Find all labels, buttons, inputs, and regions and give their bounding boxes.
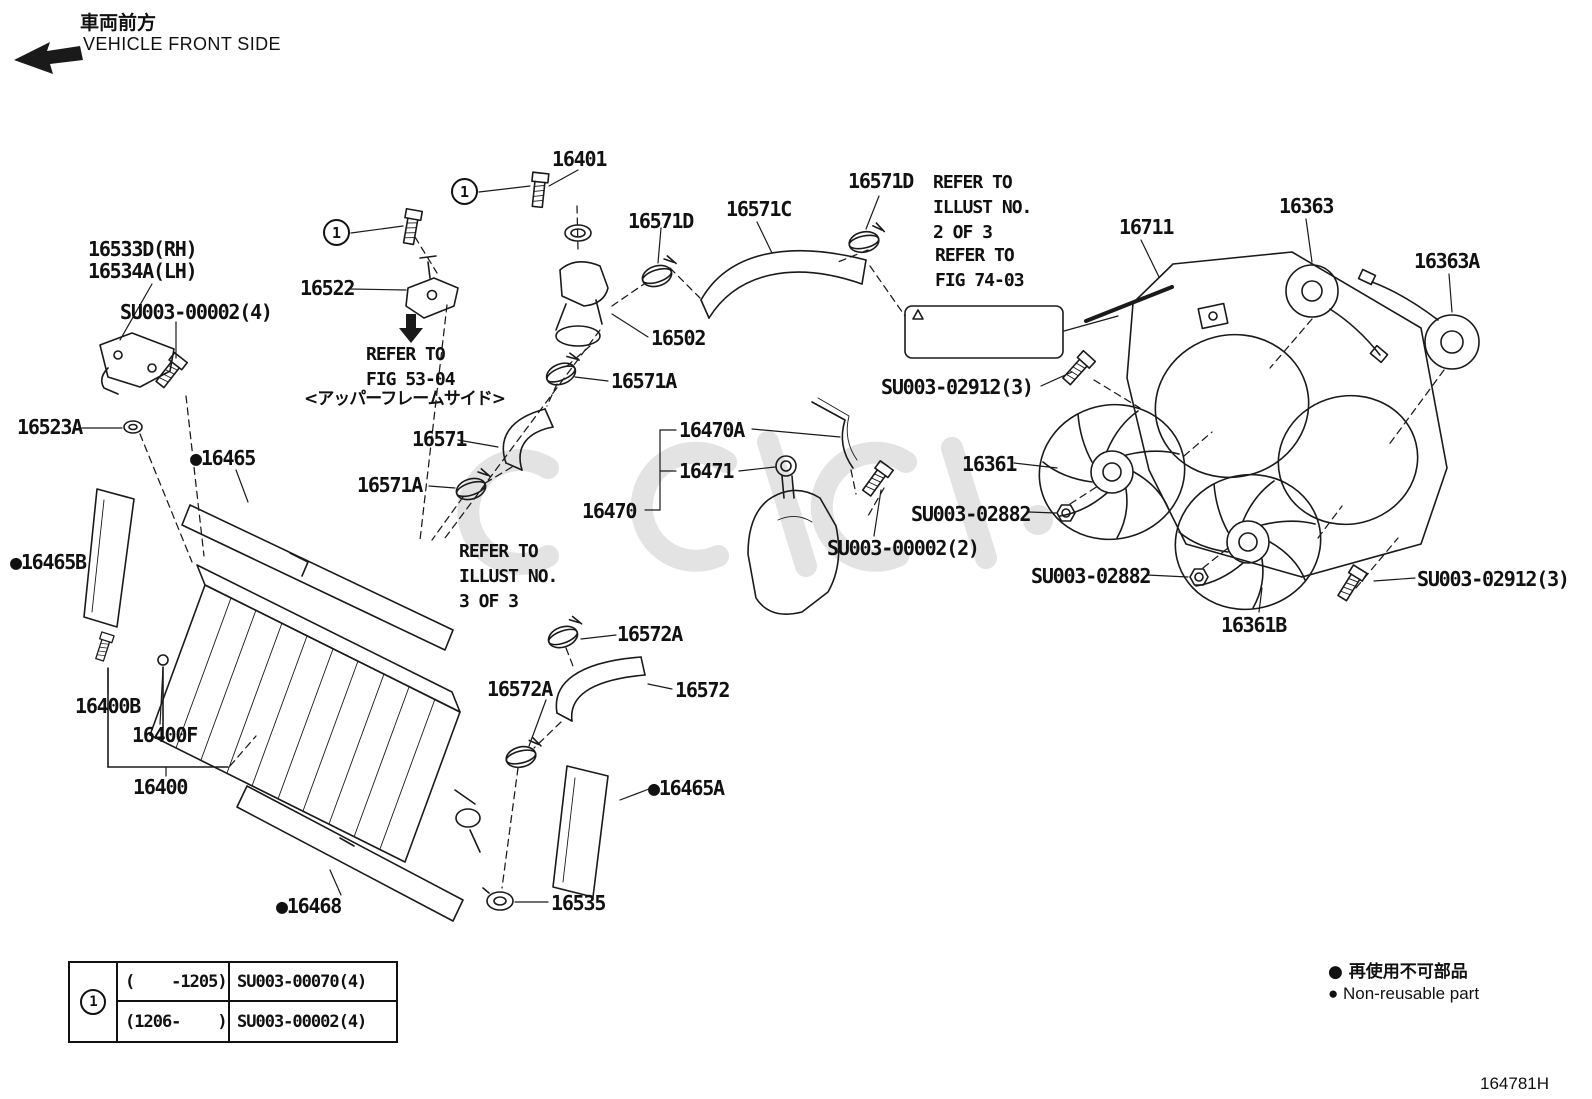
part-label-16465a: ●16465A bbox=[648, 776, 725, 800]
upper-seal-16465-drawing bbox=[181, 504, 454, 651]
nut-icon bbox=[1189, 568, 1209, 586]
part-label-16363a: 16363A bbox=[1414, 249, 1480, 273]
table-part-cell: SU003-00070(4) bbox=[228, 963, 396, 1002]
fan-motor-16363a-drawing bbox=[1357, 268, 1480, 370]
part-label-16361b: 16361B bbox=[1221, 613, 1287, 637]
part-label-16400b: 16400B bbox=[75, 694, 141, 718]
assembly-dashed-lines bbox=[139, 205, 1445, 889]
bolt-icon bbox=[528, 171, 550, 209]
radiator-drawing bbox=[149, 564, 481, 863]
table-range-cell: ( -1205) bbox=[116, 963, 228, 1002]
part-label-16471: 16471 bbox=[679, 459, 734, 483]
part-label-16571a-1: 16571A bbox=[611, 369, 677, 393]
part-label-16468: ●16468 bbox=[276, 894, 342, 918]
watermark-logo bbox=[457, 431, 1053, 577]
vehicle-front-label-jp: 車両前方 bbox=[80, 12, 157, 34]
side-deflector-left-drawing bbox=[83, 488, 135, 628]
part-label-16400f: 16400F bbox=[132, 723, 198, 747]
part-label-16470: 16470 bbox=[582, 499, 637, 523]
part-label-16571c: 16571C bbox=[726, 197, 792, 221]
front-direction-arrow-icon bbox=[14, 42, 83, 74]
hose-16572-drawing bbox=[555, 656, 646, 722]
part-label-su003-02912-3-1: SU003-02912(3) bbox=[881, 375, 1034, 399]
water-inlet-16502-drawing bbox=[555, 224, 609, 347]
part-label-16401: 16401 bbox=[552, 147, 607, 171]
note-upper-frame-side: <アッパーフレームサイド> bbox=[304, 389, 506, 409]
table-symbol-cell: 1 bbox=[70, 963, 116, 1041]
part-label-16711: 16711 bbox=[1119, 215, 1174, 239]
part-label-su003-02882-1: SU003-02882 bbox=[911, 502, 1031, 526]
drawing-code: 164781H bbox=[1480, 1074, 1550, 1093]
part-label-16502: 16502 bbox=[651, 326, 706, 350]
fan-motor-16363-drawing bbox=[1285, 264, 1389, 364]
table-part-cell: SU003-00002(4) bbox=[228, 1002, 396, 1041]
grommet-16523a-drawing bbox=[123, 420, 143, 434]
table-range-cell: (1206- ) bbox=[116, 1002, 228, 1041]
part-label-16361: 16361 bbox=[962, 452, 1017, 476]
part-label-16522: 16522 bbox=[300, 276, 355, 300]
part-label-16571d-1: 16571D bbox=[848, 169, 914, 193]
leader-lines bbox=[81, 169, 1453, 903]
part-label-16534a-lh: 16534A(LH) bbox=[88, 259, 198, 283]
callout-circle-1: 1 bbox=[451, 178, 478, 205]
hose-clamp-icon bbox=[542, 613, 588, 653]
part-label-16400: 16400 bbox=[133, 775, 188, 799]
callout-circle-1: 1 bbox=[80, 989, 106, 1015]
caution-plate-drawing bbox=[904, 305, 1064, 359]
callout-circle-1: 1 bbox=[323, 219, 350, 246]
lower-seal-16468-drawing bbox=[236, 785, 464, 922]
part-label-16572a-1: 16572A bbox=[617, 622, 683, 646]
note-refer-illust-2: REFER TO ILLUST NO. 2 OF 3 bbox=[933, 172, 1032, 243]
bracket-16522-drawing bbox=[405, 255, 459, 319]
bolt-icon bbox=[1059, 349, 1097, 388]
fan-16361b-drawing bbox=[1160, 458, 1336, 626]
part-label-su003-00002-4: SU003-00002(4) bbox=[120, 300, 273, 324]
part-label-16571d-2: 16571D bbox=[628, 209, 694, 233]
legend-non-reusable-jp: ● 再使用不可部品 bbox=[1328, 962, 1468, 982]
part-label-16535: 16535 bbox=[551, 891, 606, 915]
bolt-icon bbox=[399, 207, 424, 246]
bolt-icon bbox=[1334, 564, 1368, 604]
fan-16361-drawing bbox=[1024, 388, 1200, 556]
hose-clamp-icon bbox=[501, 735, 546, 772]
part-label-16572: 16572 bbox=[675, 678, 730, 702]
refer-arrow-icon bbox=[399, 314, 423, 343]
bolt-icon bbox=[859, 460, 894, 499]
vehicle-front-label-en: VEHICLE FRONT SIDE bbox=[83, 34, 281, 54]
hose-16571-drawing bbox=[502, 408, 554, 471]
part-label-su003-02912-3-2: SU003-02912(3) bbox=[1417, 567, 1570, 591]
note-refer-illust-3: REFER TO ILLUST NO. 3 OF 3 bbox=[459, 541, 558, 612]
tube-16470a-drawing bbox=[811, 397, 858, 469]
upper-hose-16571c-drawing bbox=[700, 250, 867, 319]
applicability-table: 1 ( -1205) SU003-00070(4) (1206- ) SU003… bbox=[68, 961, 398, 1043]
part-label-16465: ●16465 bbox=[190, 446, 256, 470]
part-label-16465b: ●16465B bbox=[10, 550, 87, 574]
drain-cap-16535-drawing bbox=[482, 887, 514, 911]
part-label-16571: 16571 bbox=[412, 427, 467, 451]
fan-shroud-drawing bbox=[1084, 251, 1448, 578]
part-label-16523a: 16523A bbox=[17, 415, 83, 439]
reserve-tank-drawing bbox=[747, 455, 840, 615]
part-label-16363: 16363 bbox=[1279, 194, 1334, 218]
part-label-su003-00002-2: SU003-00002(2) bbox=[827, 536, 980, 560]
radiator-support-bracket-drawing bbox=[99, 332, 175, 395]
part-label-16571a-2: 16571A bbox=[357, 473, 423, 497]
legend-non-reusable-en: ● Non-reusable part bbox=[1328, 984, 1480, 1003]
note-refer-fig-74-03: REFER TO FIG 74-03 bbox=[935, 245, 1025, 291]
part-label-16533d-rh: 16533D(RH) bbox=[88, 237, 198, 261]
note-refer-fig-53-04: REFER TO FIG 53-04 bbox=[366, 344, 456, 390]
part-label-16470a: 16470A bbox=[679, 418, 745, 442]
part-label-16572a-2: 16572A bbox=[487, 677, 553, 701]
part-label-su003-02882-2: SU003-02882 bbox=[1031, 564, 1151, 588]
side-deflector-right-drawing bbox=[552, 765, 609, 898]
